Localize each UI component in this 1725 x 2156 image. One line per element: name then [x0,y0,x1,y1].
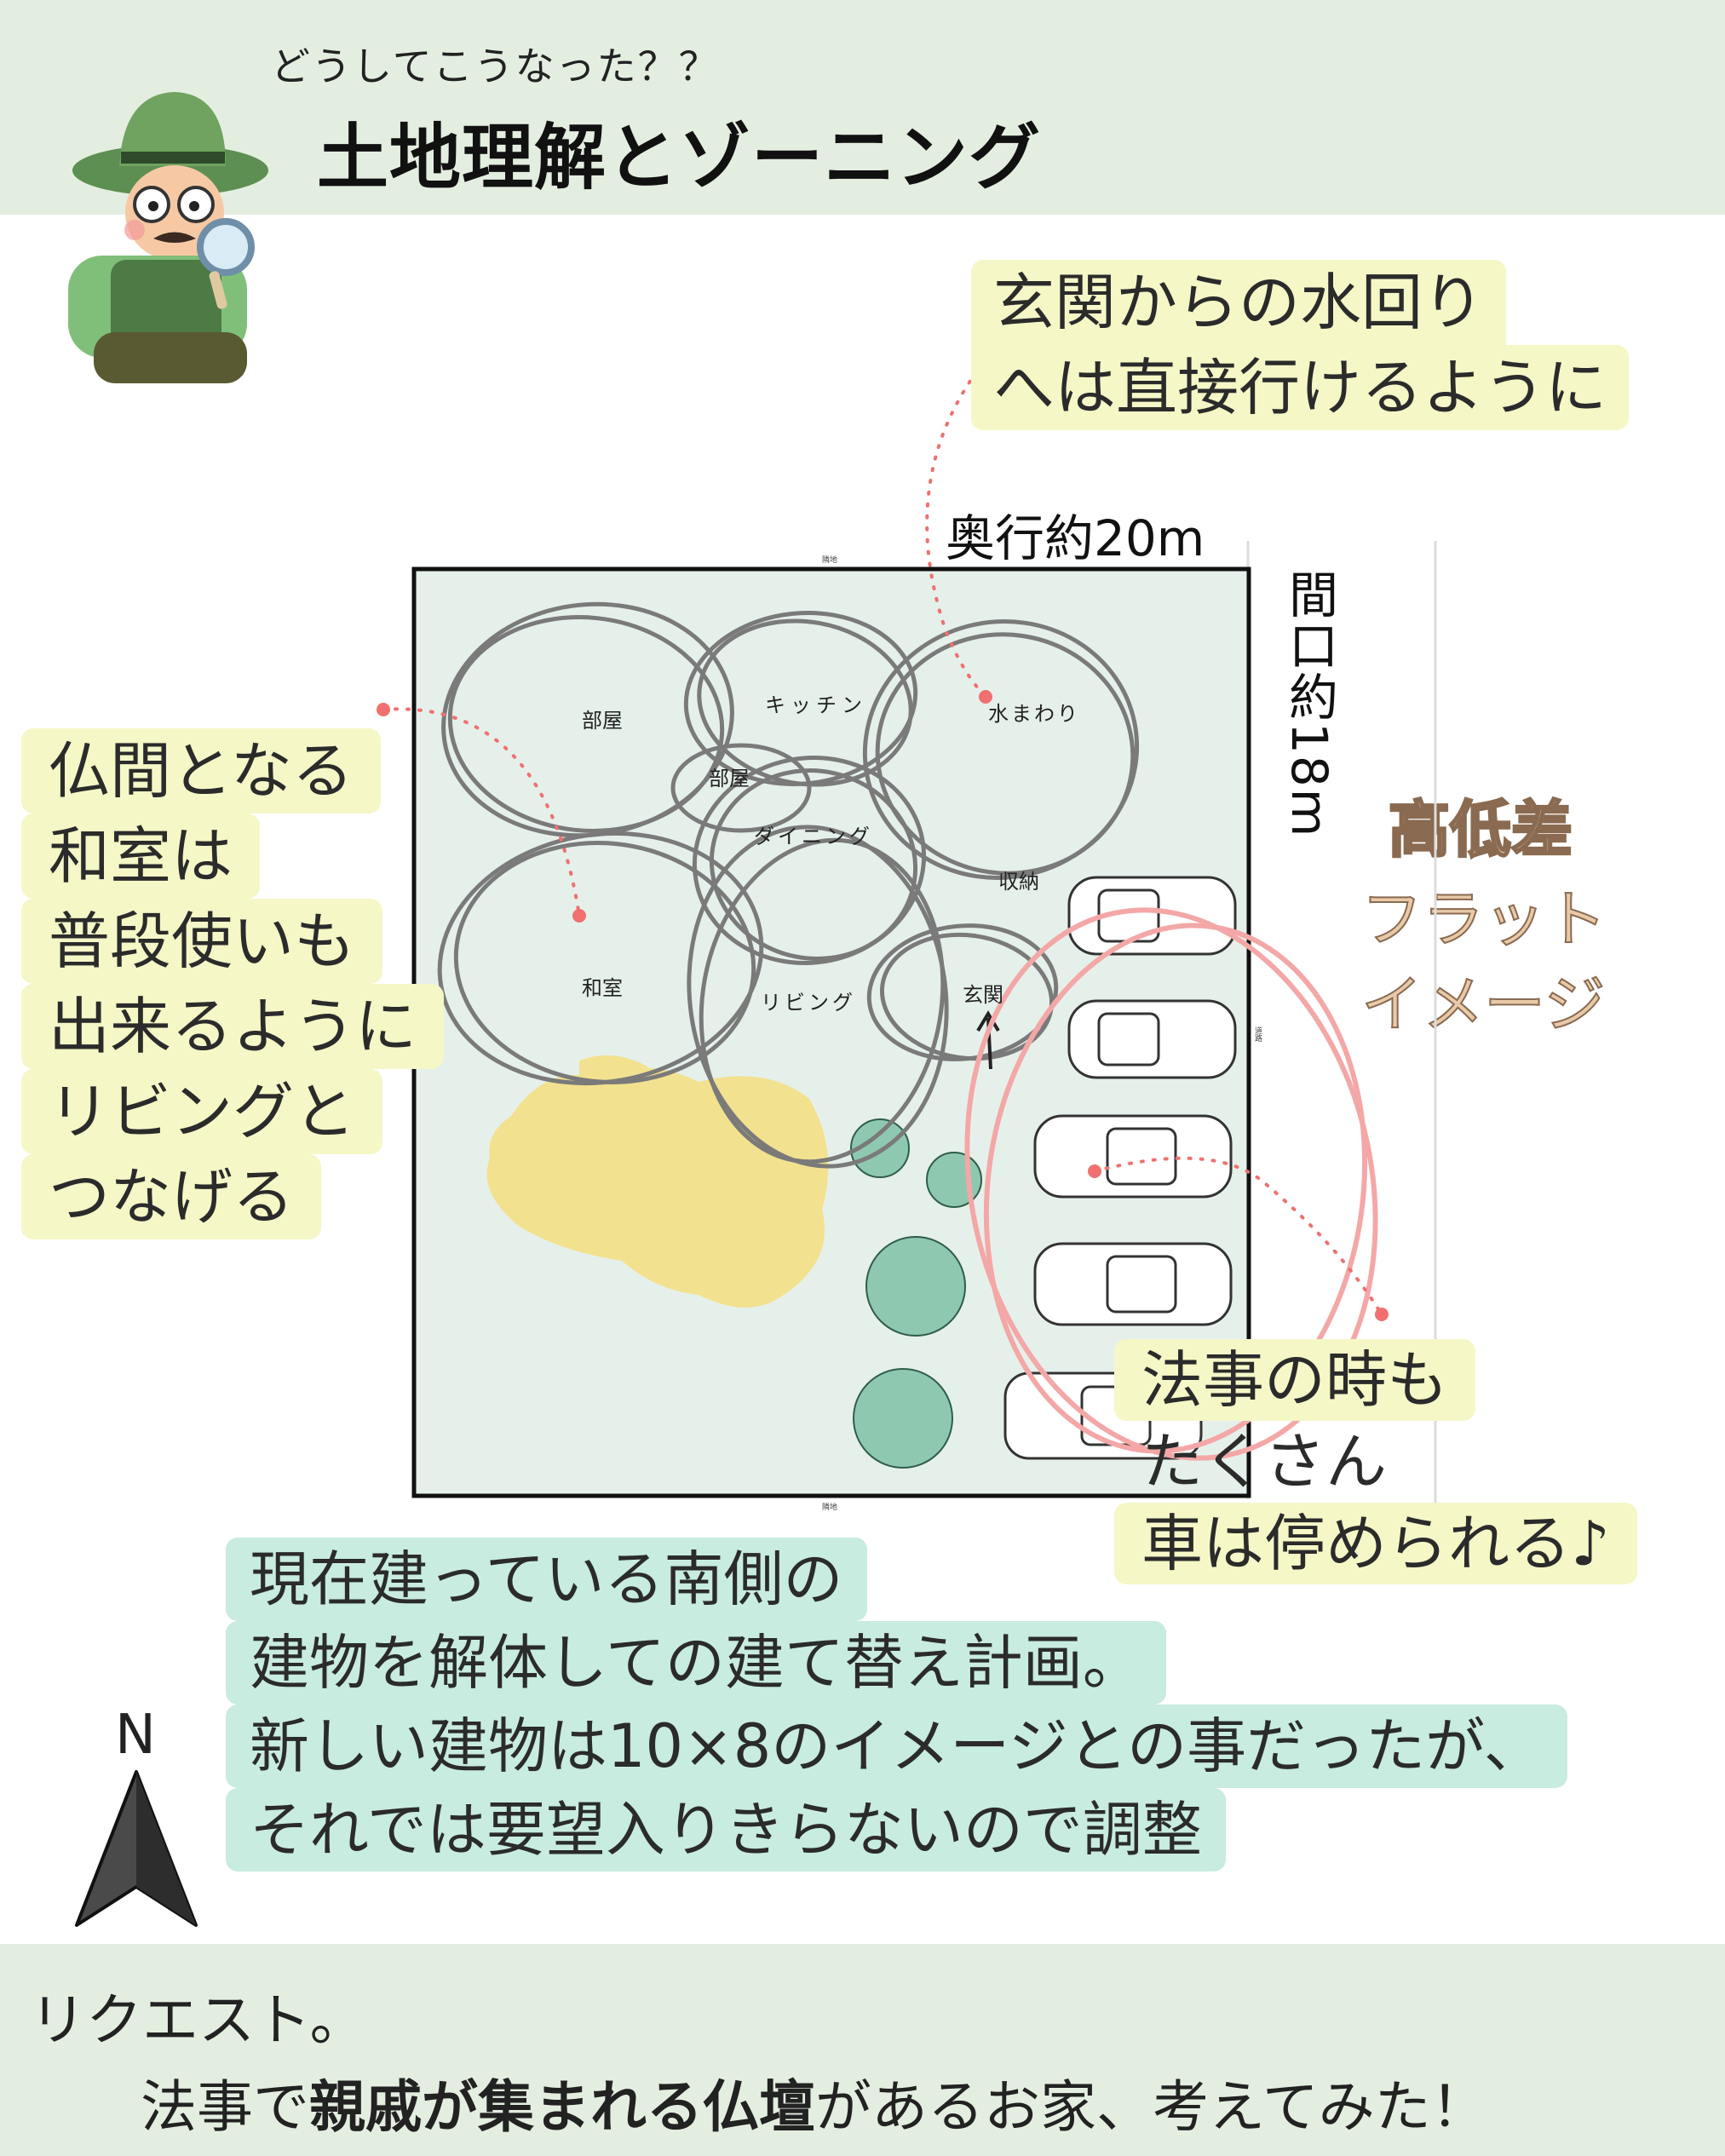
flat-label: フラット [1360,883,1607,956]
callout-line: 現在建っている南側の [226,1538,867,1621]
level-difference-label: 高低差 [1387,793,1573,867]
request-heading: リクエスト。 [30,1987,366,2053]
callout-washitsu: 仏間となる 和室は 普段使いも 出来るように リビングと つなげる [21,728,445,1239]
request-text-bold: 親戚が集まれる仏壇 [309,2074,815,2140]
room-label-living: リビング [761,991,856,1015]
callout-parking: 法事の時も たくさん 車は停められる♪ [1114,1339,1637,1584]
leader-dot [377,703,390,716]
depth-dimension-label: 奥行約20m [946,509,1205,567]
room-label-water: 水まわり [988,702,1080,726]
boundary-label-top: 隣地 [822,556,838,565]
header-band [0,0,1725,215]
north-arrow-icon [75,1770,198,1927]
callout-line: たくさん [1141,1426,1388,1498]
room-label-storage: 収納 [998,870,1039,894]
callout-line: それでは要望入りきらないので調整 [226,1788,1226,1871]
callout-line: へは直接行けるように [971,345,1630,430]
room-label-kitchen: キッチン [765,693,867,717]
callout-line: 法事の時も [1114,1339,1476,1421]
callout-line: 仏間となる [21,728,381,814]
request-text: 法事で親戚が集まれる仏壇があるお家、考えてみた！ [141,2061,1487,2143]
room-label-room1: 部屋 [582,709,623,733]
leader-line-parking [1093,1156,1382,1314]
leader-dot [1375,1308,1389,1321]
page-title: 土地理解とゾーニング [317,116,1042,199]
callout-line: 玄関からの水回り [971,260,1507,345]
callout-line: 車は停められる♪ [1114,1503,1637,1584]
compass-label: N [115,1704,156,1767]
room-label-entrance: 玄関 [963,983,1003,1007]
tree [850,1118,982,1469]
callout-line: 新しい建物は10×8のイメージとの事だったが、 [226,1705,1567,1788]
callout-line: 和室は [21,814,261,899]
parking-area-highlight [964,907,1378,1461]
callout-line: 建物を解体しての建て替え計画。 [226,1621,1166,1705]
image-label: イメージ [1360,968,1607,1041]
leader-dot [572,909,586,923]
leader-line-washitsu [382,707,581,917]
callout-line: リビングと [21,1069,383,1154]
request-text-part1: 法事で [141,2074,309,2140]
callout-line: 出来るように [21,984,445,1069]
header-subtitle: どうしてこうなった？？ [271,43,720,89]
room-label-washitsu: 和室 [582,976,623,1000]
request-band [0,1944,1725,2156]
detective-character-illustration [68,92,268,383]
callout-plan: 現在建っている南側の 建物を解体しての建て替え計画。 新しい建物は10×8のイメ… [226,1538,1567,1871]
frontage-dimension-label: 間口約18m [1280,569,1338,839]
callout-line: つなげる [21,1154,322,1239]
room-label-room2: 部屋 [709,767,750,791]
leader-dot [979,690,992,704]
leader-line-water [925,360,987,699]
leader-dot [1088,1164,1101,1178]
request-text-part2: があるお家、考えてみた！ [815,2074,1487,2140]
room-label-dining: ダイニング [754,825,873,848]
zoning-circles [437,601,1140,1169]
callout-line: 普段使いも [21,899,383,984]
boundary-label-right: 道路 [1253,1026,1262,1042]
callout-water-access: 玄関からの水回り へは直接行けるように [971,260,1630,430]
boundary-label-bottom: 隣地 [822,1503,838,1512]
